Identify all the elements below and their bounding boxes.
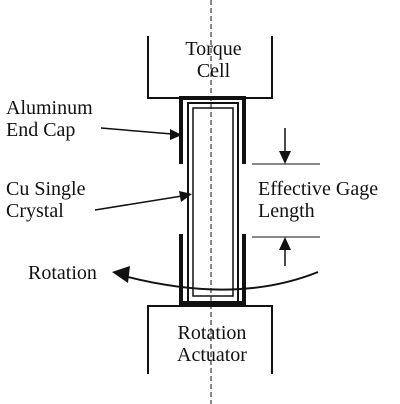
rotation-arc — [123, 271, 319, 291]
end-cap-leader-line — [100, 127, 173, 135]
specimen-outline — [187, 102, 239, 304]
effective-gage-length-label-line-1: Effective Gage — [258, 178, 379, 200]
cu-single-crystal-body — [192, 107, 234, 297]
cu-single-crystal-label-line-1: Cu Single — [6, 178, 86, 200]
cu-single-crystal-label-line-2: Crystal — [6, 200, 64, 222]
rotation-label-text: Rotation — [28, 262, 97, 284]
rotation-actuator-label: Rotation Actuator — [162, 322, 262, 366]
effective-gage-length-label-line-2: Length — [258, 200, 315, 222]
aluminum-end-cap-label: Aluminum End Cap — [6, 97, 93, 141]
crystal-arrowhead — [179, 191, 192, 202]
bottom-end-cap — [179, 234, 246, 305]
torque-cell-label-line-1: Torque — [185, 38, 242, 60]
aluminum-end-cap-label-line-1: Aluminum — [6, 97, 93, 119]
rotation-actuator-label-line-2: Actuator — [177, 344, 247, 366]
end-cap-arrowhead — [170, 129, 182, 140]
aluminum-end-cap-label-line-2: End Cap — [6, 119, 76, 141]
rotation-actuator-label-line-1: Rotation — [177, 322, 247, 344]
rotation-actuator-housing — [147, 305, 273, 374]
effective-gage-length-label: Effective Gage Length — [258, 178, 378, 222]
rotation-arrowhead — [112, 266, 130, 283]
torque-cell-label-line-2: Cell — [196, 60, 231, 82]
gage-bottom-arrowhead — [279, 237, 291, 250]
top-end-cap — [179, 96, 246, 164]
torque-cell-label: Torque Cell — [166, 38, 261, 82]
crystal-leader-line — [94, 195, 183, 211]
gage-top-arrowhead — [279, 151, 291, 164]
rotation-label: Rotation — [28, 262, 97, 284]
cu-single-crystal-label: Cu Single Crystal — [6, 178, 85, 222]
